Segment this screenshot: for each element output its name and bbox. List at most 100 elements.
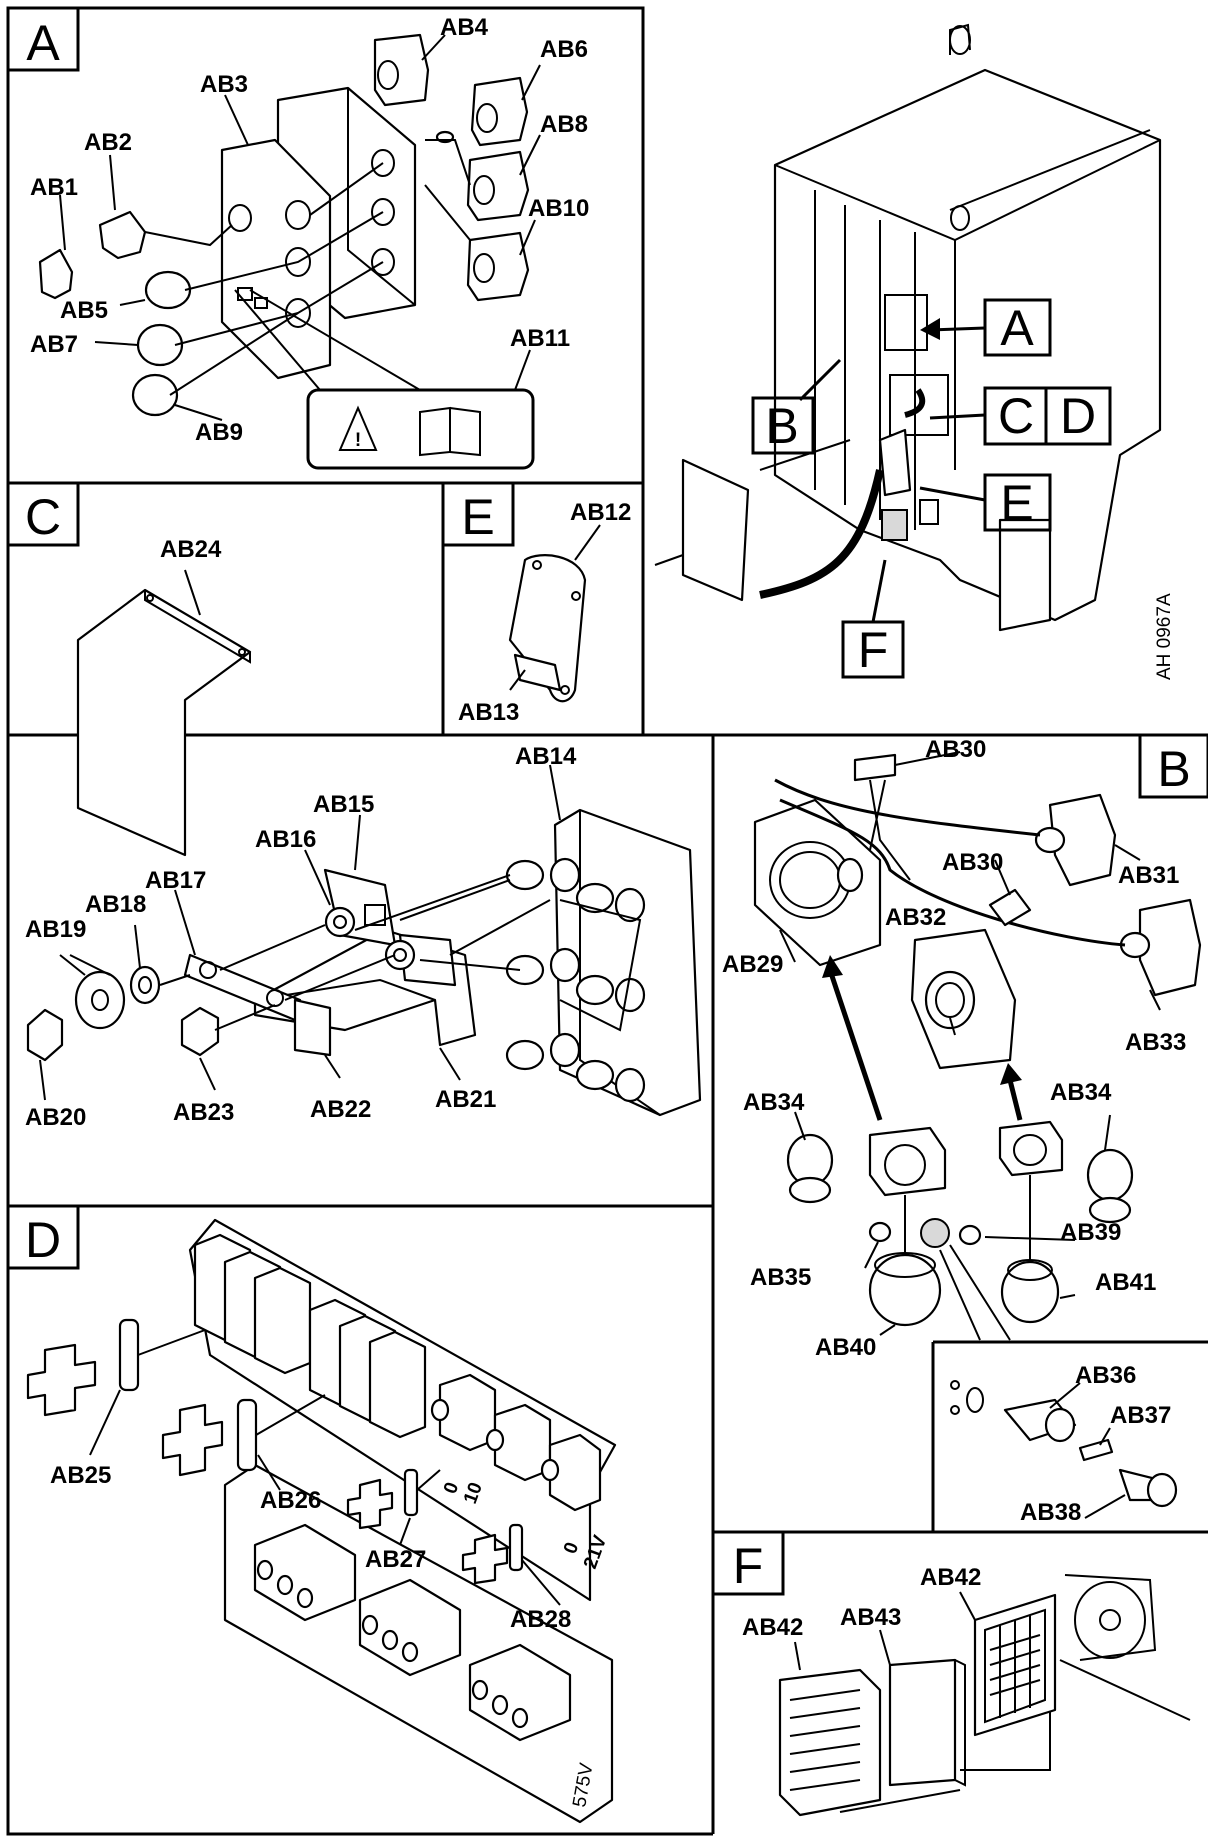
nut-ab19 [74, 970, 126, 1030]
label-ab42-left: AB42 [742, 1614, 803, 1641]
cabinet-body [773, 68, 1162, 622]
label-ab13: AB13 [458, 699, 519, 726]
badge-c-box [6, 481, 80, 547]
label-ab37: AB37 [1110, 1402, 1171, 1429]
warning-label [306, 388, 535, 470]
panel-frames [6, 6, 1208, 1836]
label-ab38: AB38 [1020, 1499, 1081, 1526]
label-ab23: AB23 [173, 1099, 234, 1126]
panel-c-labels: AB14 AB15 AB16 AB17 AB18 AB19 AB20 AB21 … [25, 536, 577, 1131]
fuse-ab27 [403, 1468, 419, 1517]
label-ab17: AB17 [145, 867, 206, 894]
washer-ab18 [129, 965, 161, 1005]
fuse-puller-ab26 [161, 1403, 224, 1477]
label-ab36: AB36 [1075, 1362, 1136, 1389]
label-ab40: AB40 [815, 1334, 876, 1361]
label-ab12: AB12 [570, 499, 631, 526]
callout-f: F [858, 622, 889, 678]
label-ab7: AB7 [30, 331, 78, 358]
seal-ab35 [868, 1221, 892, 1243]
label-ab8: AB8 [540, 111, 588, 138]
badge-a: A [26, 15, 60, 71]
callout-b: B [765, 398, 798, 454]
panel-b: B [722, 733, 1208, 1526]
terminal-groups [253, 1523, 572, 1742]
panel-e: E AB12 AB13 [441, 481, 631, 726]
label-ab27: AB27 [365, 1546, 426, 1573]
label-ab11: AB11 [510, 325, 570, 352]
label-ab1: AB1 [30, 174, 78, 201]
label-ab9: AB9 [195, 419, 243, 446]
knob-ab1 [38, 248, 74, 300]
label-ab25: AB25 [50, 1462, 111, 1489]
fuse-ab37 [1078, 1438, 1114, 1462]
label-ab3: AB3 [200, 71, 248, 98]
panel-c: C [6, 481, 702, 1131]
label-ab2: AB2 [84, 129, 132, 156]
nut-ab20 [26, 1008, 64, 1062]
fuse-puller-ab28 [461, 1533, 509, 1585]
clip-ab8 [466, 150, 530, 222]
label-ab5: AB5 [60, 297, 108, 324]
label-ab33: AB33 [1125, 1029, 1186, 1056]
warning-symbol: ! [355, 430, 361, 451]
label-ab18: AB18 [85, 891, 146, 918]
fuse-ab26 [236, 1398, 258, 1472]
panel-d: D [6, 1204, 617, 1824]
badge-d-box [6, 1204, 80, 1270]
label-ab30-mid: AB30 [942, 849, 1003, 876]
relay-ab31 [1048, 793, 1117, 887]
label-ab21: AB21 [435, 1086, 496, 1113]
knob-ab2 [98, 210, 147, 260]
relay-ab33 [1138, 898, 1202, 997]
badge-f-box [711, 1530, 785, 1596]
panel-a-labels: AB1 AB2 AB3 AB4 AB5 AB6 AB7 AB8 AB9 AB10… [30, 14, 589, 446]
label-ab19: AB19 [25, 916, 86, 943]
label-ab31: AB31 [1118, 862, 1179, 889]
label-ab30-top: AB30 [925, 736, 986, 763]
label-ab29: AB29 [722, 951, 783, 978]
label-ab35: AB35 [750, 1264, 811, 1291]
button-ab5 [144, 270, 192, 310]
label-ab43: AB43 [840, 1604, 901, 1631]
label-ab41: AB41 [1095, 1269, 1156, 1296]
panel-a: A [6, 6, 589, 470]
callout-e: E [1000, 475, 1033, 531]
callout-a: A [1000, 300, 1034, 356]
drawing-code: AH 0967A [1154, 593, 1175, 680]
panel-b-labels: AB29 AB30 AB30 AB31 AB32 AB33 AB34 AB34 … [722, 736, 1186, 1526]
callout-b-box [751, 396, 815, 455]
side-panel [681, 458, 750, 602]
label-ab34-right: AB34 [1050, 1079, 1112, 1106]
label-ab26: AB26 [260, 1487, 321, 1514]
mains-socket [878, 428, 912, 497]
label-ab16: AB16 [255, 826, 316, 853]
connector-ab30a [853, 753, 897, 782]
clip-ab6 [470, 76, 529, 147]
spacer-ab22 [293, 998, 332, 1057]
callout-e-box [983, 473, 1052, 532]
badge-b: B [1157, 741, 1190, 797]
callout-c: C [998, 388, 1034, 444]
fan-ab29 [753, 798, 882, 967]
label-ab6: AB6 [540, 36, 588, 63]
cover-ab12 [508, 554, 587, 703]
fuse-puller-ab27 [346, 1478, 394, 1530]
plug-small [998, 1120, 1064, 1177]
cover-ab24 [76, 588, 252, 857]
manual-book-icon [419, 406, 481, 457]
filter-mat-ab43 [888, 1658, 957, 1787]
label-ab15: AB15 [313, 791, 374, 818]
badge-e: E [461, 489, 494, 545]
label-ab28: AB28 [510, 1606, 571, 1633]
button-ab9 [131, 373, 179, 417]
badge-d: D [25, 1212, 61, 1268]
clip-ab10 [466, 231, 530, 302]
badge-f: F [733, 1538, 764, 1594]
badge-a-box [6, 6, 80, 72]
fuse-blocks [193, 1233, 602, 1512]
power-cable [759, 469, 884, 599]
label-ab20: AB20 [25, 1104, 86, 1131]
connector-ab30b [988, 888, 1032, 927]
